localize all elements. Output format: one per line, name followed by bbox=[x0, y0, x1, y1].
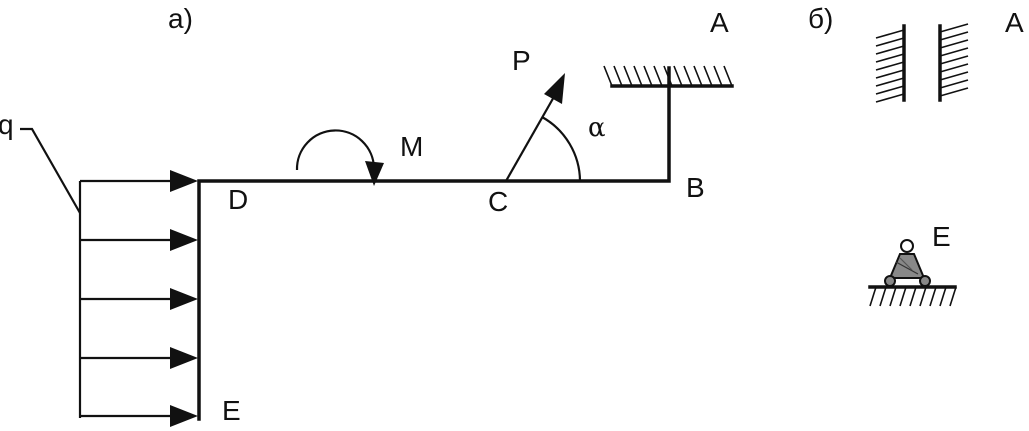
label-point-d: D bbox=[228, 184, 248, 215]
label-load-q: q bbox=[0, 109, 14, 140]
label-point-e-b: E bbox=[932, 221, 951, 252]
slider-support-icon bbox=[875, 23, 969, 103]
label-point-a-b: A bbox=[1005, 7, 1024, 38]
angle-arc bbox=[541, 116, 582, 182]
label-force: P bbox=[512, 45, 531, 76]
force-arrow-icon bbox=[505, 73, 565, 182]
roller-support-icon bbox=[868, 239, 957, 307]
label-part-b: б) bbox=[808, 3, 833, 34]
label-moment: M bbox=[400, 131, 423, 162]
label-point-e: E bbox=[222, 395, 241, 426]
label-part-a: а) bbox=[168, 3, 193, 34]
label-angle: α bbox=[588, 113, 606, 143]
distributed-load bbox=[20, 127, 198, 427]
fixed-support-icon bbox=[603, 65, 734, 88]
frame-beam bbox=[197, 66, 671, 421]
label-point-a: A bbox=[710, 7, 729, 38]
label-point-b: B bbox=[686, 172, 705, 203]
moment-arc-icon bbox=[295, 129, 384, 186]
label-point-c: C bbox=[488, 186, 508, 217]
